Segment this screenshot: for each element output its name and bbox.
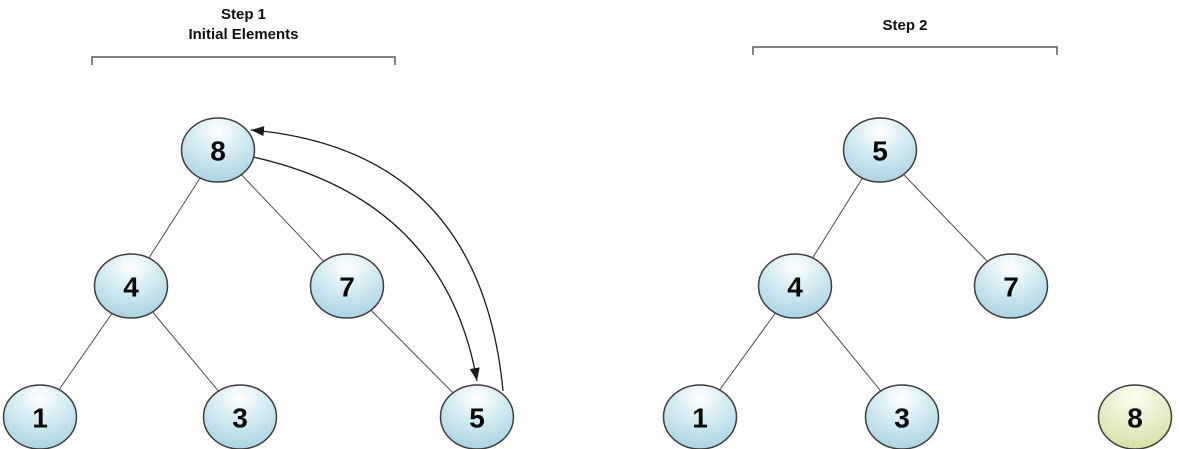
node-value: 4	[123, 272, 139, 303]
sorted-node-ellipse	[1097, 384, 1173, 449]
heap-node-ellipse	[439, 384, 515, 449]
node-step1-3: 3	[202, 384, 278, 449]
node-value: 3	[232, 403, 248, 434]
heap-node-ellipse	[757, 253, 833, 319]
node-step1-1: 1	[2, 384, 78, 449]
node-value: 1	[32, 403, 48, 434]
tree-step1: 8 4 7 1 3 5	[2, 56, 515, 449]
node-step2-5: 5	[842, 117, 918, 183]
step2-label: Step 2	[753, 16, 1057, 36]
step2-title-line1: Step 2	[882, 17, 928, 34]
node-step1-8: 8	[180, 117, 256, 183]
node-value: 5	[469, 403, 485, 434]
node-value: 1	[692, 403, 708, 434]
node-value: 7	[339, 272, 355, 303]
node-step2-8: 8	[1097, 384, 1173, 449]
step-bracket	[91, 56, 396, 65]
node-value: 7	[1003, 272, 1019, 303]
heap-node-ellipse	[842, 117, 918, 183]
heap-node-ellipse	[202, 384, 278, 449]
node-step1-4: 4	[93, 253, 169, 319]
node-value: 8	[210, 136, 226, 167]
node-step2-7: 7	[973, 253, 1049, 319]
swap-arrow-5-to-8	[250, 126, 504, 392]
heap-node-ellipse	[180, 117, 256, 183]
node-step1-7: 7	[309, 253, 385, 319]
node-value: 8	[1127, 403, 1143, 434]
node-value: 4	[787, 272, 803, 303]
heap-node-ellipse	[973, 253, 1049, 319]
node-step2-1: 1	[662, 384, 738, 449]
step1-title-line1: Step 1	[220, 6, 266, 23]
node-value: 5	[872, 136, 888, 167]
heap-node-ellipse	[864, 384, 940, 449]
step1-title-line2: Initial Elements	[188, 26, 299, 43]
step1-label: Step 1 Initial Elements	[92, 5, 395, 45]
heap-node-ellipse	[93, 253, 169, 319]
heap-node-ellipse	[2, 384, 78, 449]
node-step1-5: 5	[439, 384, 515, 449]
node-step2-4: 4	[757, 253, 833, 319]
step-bracket	[752, 46, 1058, 55]
node-step2-3: 3	[864, 384, 940, 449]
node-value: 3	[894, 403, 910, 434]
heap-node-ellipse	[309, 253, 385, 319]
swap-arrow-8-to-5	[252, 156, 480, 382]
heap-node-ellipse	[662, 384, 738, 449]
tree-step2: 5 4 7 1 3 8	[662, 46, 1173, 449]
